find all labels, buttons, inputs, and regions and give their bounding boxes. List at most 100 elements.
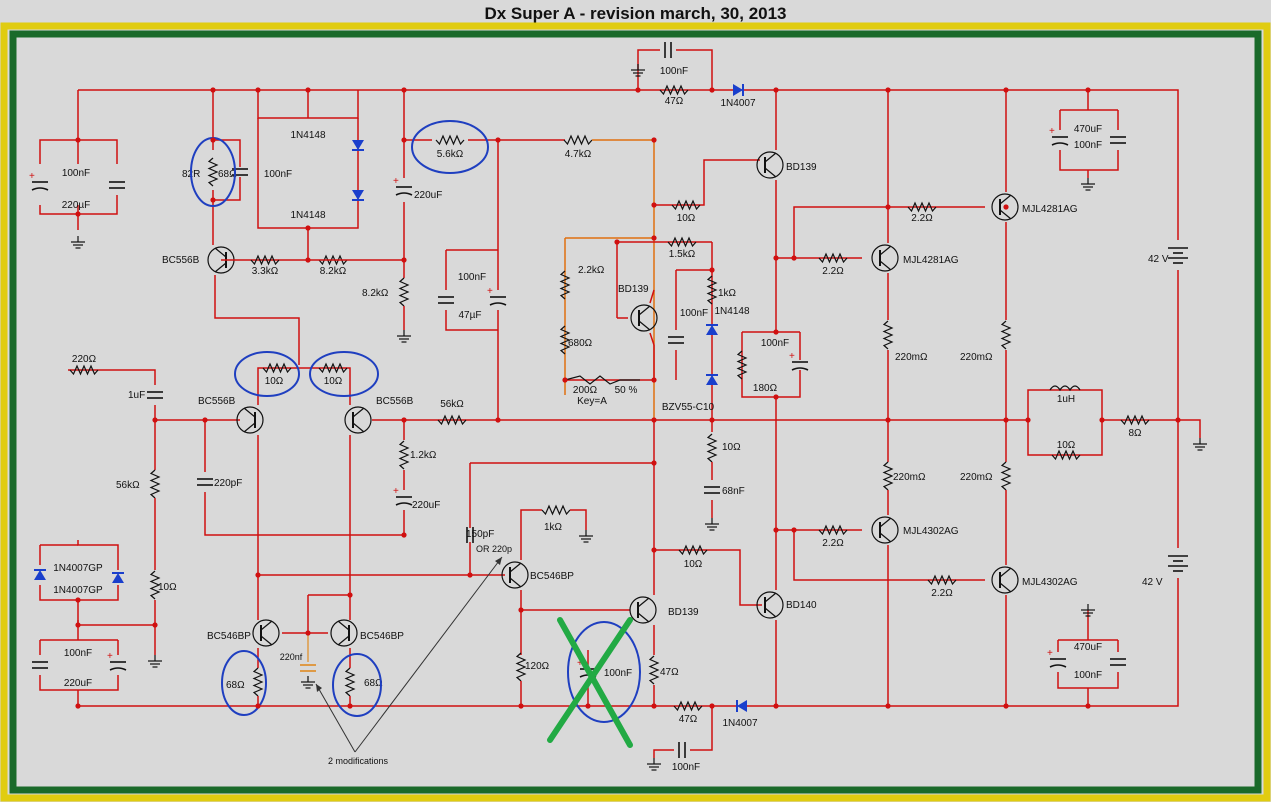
transistor [630,304,658,332]
inner-border [9,30,1262,794]
component-label: 220mΩ [893,472,926,483]
resistor-body [149,570,161,600]
junction-dot [401,137,407,143]
capacitor-gap [152,390,158,400]
component-label: 68Ω [218,169,237,180]
transistor-body [344,406,372,434]
transistor-body [756,151,784,179]
transistor-lead [638,320,651,331]
resistor-body [671,199,701,211]
capacitor-plate [791,367,809,371]
resistor-body [344,667,356,697]
transistor [344,406,372,434]
component-label: MJL4302AG [1022,577,1078,588]
capacitor [147,390,163,400]
junction-dot [255,703,261,709]
junction-dot [651,417,657,423]
resistor-body [818,252,848,264]
component-label: 220mΩ [960,352,993,363]
transistor-lead [509,577,522,588]
transistor-body [629,596,657,624]
component-label: 8.2kΩ [362,288,389,299]
wire [78,578,1179,707]
wire [214,275,300,365]
transistor-body [330,619,358,647]
diode [352,140,364,151]
resistor-body [559,325,571,355]
polarity-mark: + [487,286,493,297]
resistor-body [659,84,689,96]
transistor-lead [879,532,892,543]
ground-symbol [705,518,719,531]
capacitor-gap [202,477,208,487]
component-label: 220uF [412,500,440,511]
ground-symbol [1081,178,1095,191]
transistor [991,566,1019,594]
resistor [318,254,348,266]
resistor [673,700,703,712]
diode-body [352,140,364,150]
annotation-arrow [354,556,503,753]
component-label: 10Ω [722,442,741,453]
highlight-ring [309,351,379,397]
wire [77,600,155,626]
component-label: 100nF [62,168,90,179]
component-label: 120Ω [525,661,550,672]
junction-dot [347,592,353,598]
resistor-body [1051,449,1081,461]
transistor-lead [243,422,256,433]
component-label: 100nF [1074,140,1102,151]
capacitor [465,527,475,543]
resistor [678,544,708,556]
transistor-lead [764,167,777,178]
transistor-lead [243,407,256,418]
transistor-lead [879,245,892,256]
component-label: 10Ω [677,213,696,224]
highlight-ring [234,351,300,397]
junction-dot [791,255,797,261]
capacitor-gap [1115,657,1121,667]
resistor-body [1120,414,1150,426]
resistor-body [515,652,527,682]
resistor-body [706,433,718,463]
wire [78,139,118,164]
inductor-body [1049,385,1081,392]
capacitor-gap [1057,135,1063,145]
junction-dot [467,572,473,578]
transistor-lead [337,635,350,646]
component-label: 2.2Ω [931,588,953,599]
component-label: 2.2Ω [822,266,844,277]
junction-dot [773,329,779,335]
wire [1059,150,1119,171]
capacitor-plate [1051,142,1069,146]
component-label: 180Ω [753,383,778,394]
battery-gap [1168,247,1188,263]
component-label: BC556B [162,255,200,266]
component-label: 100nF [64,648,92,659]
resistor [907,201,937,213]
transistor-lead [999,582,1012,593]
junction-dot [401,417,407,423]
resistor [559,325,571,355]
resistor [818,524,848,536]
resistor-body [69,364,99,376]
component-label: 470uF [1074,124,1102,135]
component-label: 68Ω [226,680,245,691]
capacitor-gap [237,167,243,177]
component-label: 10Ω [265,376,284,387]
wire [654,549,762,606]
highlight-ring [411,120,489,174]
component-label: 47Ω [679,714,698,725]
junction-dot [401,257,407,263]
transistor-lead [879,517,892,528]
polarity-mark: + [789,351,795,362]
resistor-body [435,134,465,146]
resistor-body [882,461,894,491]
highlight-ring [332,653,382,717]
resistor [318,362,348,374]
component-label: 10Ω [324,376,343,387]
diode [706,324,718,335]
resistor-body [563,134,593,146]
battery [1168,247,1188,264]
